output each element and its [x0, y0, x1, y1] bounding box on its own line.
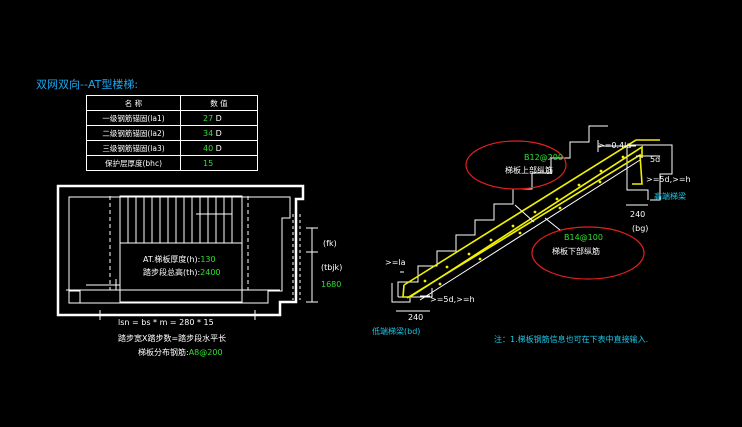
rebar-lines — [402, 139, 660, 299]
la3-unit: D — [215, 143, 222, 153]
row-value-bhc[interactable]: 15 — [180, 155, 258, 171]
dim-240-right: 240 — [630, 210, 646, 219]
dim-5d-top: 5d — [650, 155, 661, 164]
tread-lines — [127, 196, 233, 243]
thickness-value[interactable]: 130 — [200, 255, 216, 264]
stair-landing-box — [119, 242, 243, 303]
anchor-left-label: >=la — [385, 258, 406, 267]
la2-unit: D — [215, 128, 222, 138]
table-row: 保护层厚度(bhc) 15 — [86, 155, 258, 171]
top-rebar-label: 梯板上部纵筋 — [505, 166, 553, 175]
height-row: 踏步段总高(th):2400 — [143, 267, 221, 278]
row-name-bhc: 保护层厚度(bhc) — [86, 155, 181, 171]
high-beam-label: 高端梯梁 — [654, 192, 686, 201]
height-value[interactable]: 2400 — [200, 268, 221, 277]
high-beam-outline — [626, 144, 673, 201]
anchor-5d-left: >=5d,>=h — [430, 295, 475, 304]
formula-prefix: lsn = bs * m = — [118, 318, 177, 327]
anchor-top-label: >=0.4la — [598, 141, 632, 150]
fk-label: (fk) — [323, 239, 337, 248]
parameter-table: 名 称 数 值 一级钢筋锚固(la1) 27 D 二级钢筋锚固(la2) 34 … — [86, 95, 258, 171]
caption-length: 踏步宽X踏步数=踏步段水平长 — [118, 334, 227, 343]
la1-unit: D — [215, 113, 222, 123]
distribution-rebar-row: 梯板分布钢筋:A8@200 — [138, 347, 223, 358]
width-value[interactable]: 1680 — [321, 280, 342, 289]
height-label: 踏步段总高(th): — [143, 268, 201, 277]
rebar-dots — [423, 155, 625, 286]
bottom-rebar-label: 梯板下部纵筋 — [552, 247, 600, 256]
low-beam-label: 低端梯梁(bd) — [372, 327, 421, 336]
la3-value[interactable]: 40 — [203, 143, 214, 153]
plan-inner-wall — [68, 196, 291, 304]
bg-label: (bg) — [632, 224, 649, 233]
section-view — [391, 125, 673, 312]
dim-240-left: 240 — [408, 313, 424, 322]
anchor-5d-right: >=5d,>=h — [646, 175, 691, 184]
distribution-rebar-label: 梯板分布钢筋: — [138, 348, 189, 357]
plan-outer-wall — [56, 184, 305, 317]
bottom-rebar-oval — [531, 226, 645, 280]
bottom-rebar-spec[interactable]: B14@100 — [564, 233, 603, 242]
la1-value[interactable]: 27 — [203, 113, 214, 123]
low-beam-outline — [391, 283, 411, 303]
page-title: 双网双向--AT型楼梯: — [36, 78, 139, 91]
top-rebar-oval — [465, 140, 567, 190]
formula-value[interactable]: 280 * 15 — [179, 318, 214, 327]
thickness-row: AT.梯板厚度(h):130 — [143, 254, 216, 265]
formula-row: lsn = bs * m = 280 * 15 — [118, 318, 214, 327]
bhc-value[interactable]: 15 — [203, 158, 214, 168]
top-rebar-spec[interactable]: B12@200 — [524, 153, 563, 162]
note-text: 注：1.梯板钢筋信息也可在下表中直接输入. — [494, 335, 649, 344]
tbjk-label: (tbjk) — [321, 263, 343, 272]
plan-view — [56, 184, 318, 320]
table-row: 二级钢筋锚固(la2) 34 D — [86, 125, 258, 141]
thickness-label: AT.梯板厚度(h): — [143, 255, 201, 264]
la2-value[interactable]: 34 — [203, 128, 214, 138]
table-header: 名 称 数 值 — [86, 95, 258, 111]
stair-steps — [397, 125, 608, 297]
distribution-rebar-value[interactable]: A8@200 — [188, 348, 223, 357]
